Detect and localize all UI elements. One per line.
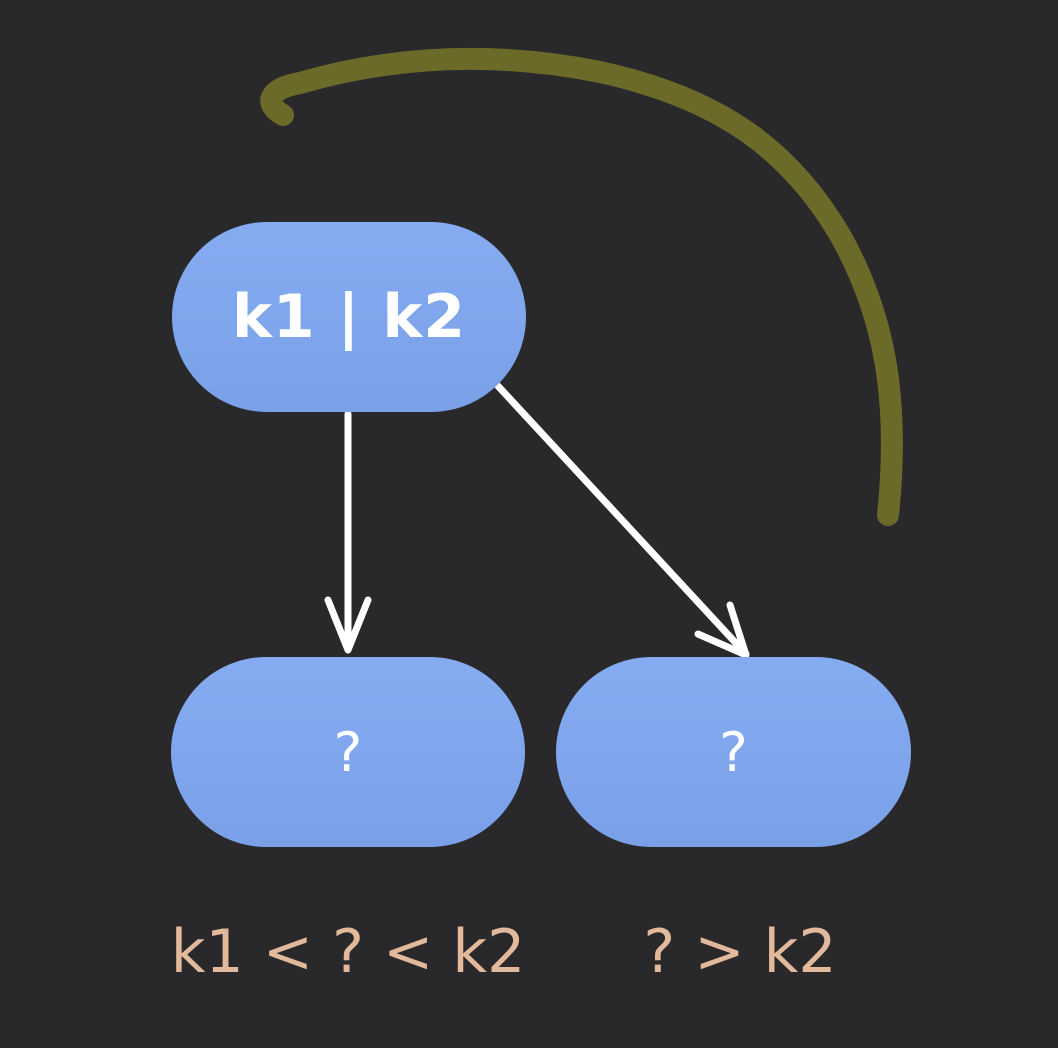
right-child-node: ? (556, 657, 911, 847)
left-condition-caption: k1 < ? < k2 (170, 917, 526, 987)
right-condition-caption: ? > k2 (643, 917, 837, 987)
left-child-node: ? (171, 657, 525, 847)
left-child-label: ? (333, 720, 363, 784)
arrow-diagonal-icon (494, 382, 750, 659)
arrow-down-icon (324, 410, 372, 654)
hand-drawn-arc (260, 47, 903, 526)
right-child-label: ? (719, 720, 748, 784)
root-node: k1 | k2 (172, 222, 526, 412)
root-node-label: k1 | k2 (232, 282, 466, 352)
